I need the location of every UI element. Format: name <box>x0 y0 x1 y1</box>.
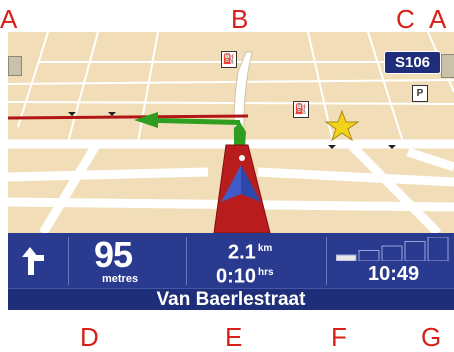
clock: 10:49 <box>368 263 420 285</box>
fuel-station-icon[interactable]: ⛽ <box>293 101 309 118</box>
callout-g: G <box>421 322 442 352</box>
menu-corner-left-button[interactable] <box>8 56 22 76</box>
panel-divider <box>68 237 69 285</box>
callout-a-right: A <box>429 4 447 34</box>
turn-arrow-green <box>134 112 240 128</box>
signal-bar <box>404 241 426 261</box>
current-position-arrow-icon <box>221 165 261 202</box>
signal-bar <box>381 245 403 261</box>
signal-bar <box>336 254 357 261</box>
callout-c: C <box>396 4 415 34</box>
parking-icon[interactable]: P <box>412 85 428 102</box>
remaining-time-unit: hrs <box>258 267 274 278</box>
panel-divider <box>186 237 187 285</box>
callout-a-left: A <box>0 4 18 34</box>
distance-to-turn: 95 <box>94 234 133 275</box>
callout-e: E <box>225 322 243 352</box>
fuel-station-icon[interactable]: ⛽ <box>221 51 237 68</box>
panel-divider <box>326 237 327 285</box>
remaining-distance-unit: km <box>257 243 273 254</box>
road-number-sign: S106 <box>384 51 441 74</box>
signal-strength-indicator[interactable] <box>336 237 452 261</box>
remaining-distance: 2.1 <box>228 241 256 264</box>
road-arrows <box>68 112 396 149</box>
star-icon <box>324 109 360 142</box>
distance-unit: metres <box>102 273 139 285</box>
menu-corner-right-button[interactable] <box>441 54 454 78</box>
minor-roads <box>8 32 454 143</box>
remaining-time: 0:10 <box>216 265 257 288</box>
callout-d: D <box>80 322 99 352</box>
signal-bar <box>427 237 449 261</box>
route-marker <box>239 155 245 161</box>
turn-left-arrow-icon[interactable] <box>20 245 50 277</box>
callout-f: F <box>331 322 347 352</box>
road-red <box>8 114 249 120</box>
signal-bar <box>358 250 380 261</box>
current-street-name[interactable]: Van Baerlestraat <box>8 288 454 310</box>
callout-b: B <box>231 4 249 34</box>
